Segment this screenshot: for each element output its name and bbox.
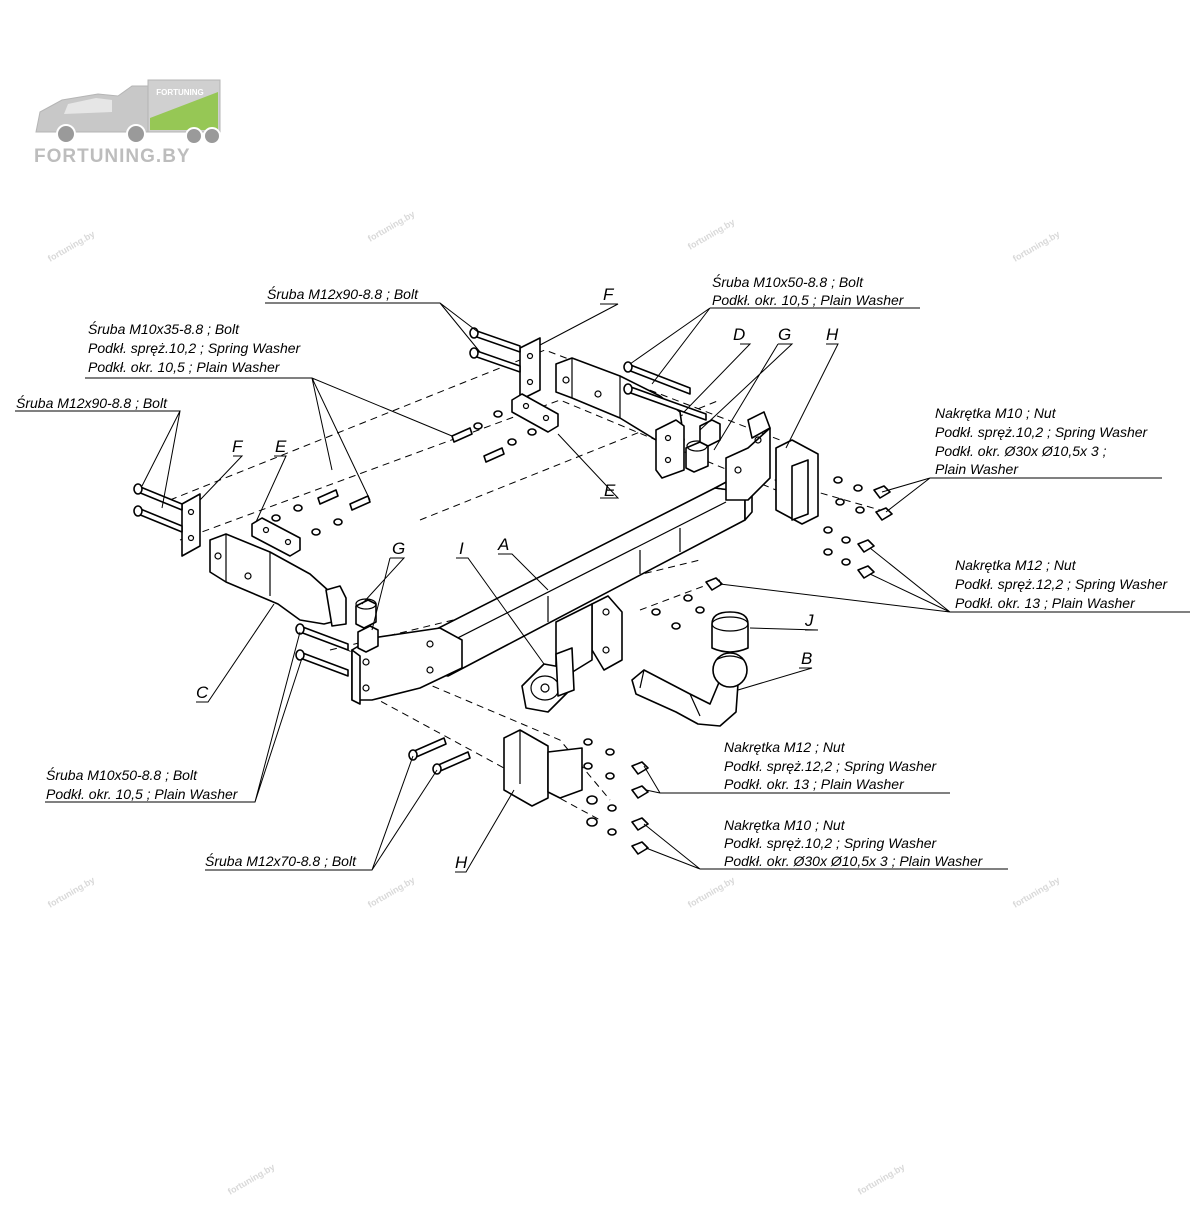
watermark: fortuning.by xyxy=(226,1162,276,1197)
callout-bottom-nut-m12-plain: Podkł. okr. 13 ; Plain Washer xyxy=(724,776,905,792)
logo-site: FORTUNING.BY xyxy=(34,146,191,167)
callout-right-nut-m10-plain-en: Plain Washer xyxy=(935,461,1019,477)
callout-right-nut-m12: Nakrętka M12 ; Nut xyxy=(955,557,1077,573)
callout-right-top-bolt: Śruba M10x50-8.8 ; Bolt xyxy=(712,273,864,290)
bracket-h-right xyxy=(775,439,819,525)
label-a: A xyxy=(497,535,509,554)
nuts-washers-right-m12 xyxy=(823,526,875,579)
tow-ball-b xyxy=(631,652,748,727)
watermark: fortuning.by xyxy=(686,875,736,910)
callout-bottom-bolt: Śruba M12x70-8.8 ; Bolt xyxy=(205,852,357,869)
bracket-h-bottom xyxy=(503,729,583,807)
label-e-right: E xyxy=(604,481,616,500)
callout-texts: Śruba M12x90-8.8 ; Bolt Śruba M10x35-8.8… xyxy=(16,273,1169,869)
right-inner-plate xyxy=(655,419,685,479)
bolts-m12x70-bottom xyxy=(408,737,471,775)
logo-brand: FORTUNING xyxy=(156,88,204,97)
callout-right-nut-m12-spring: Podkł. spręż.12,2 ; Spring Washer xyxy=(955,576,1169,592)
left-side-arm-c xyxy=(209,533,347,627)
label-b: B xyxy=(801,649,812,668)
bolts-m10x50-left xyxy=(295,623,349,677)
callout-bottom-nut-m10-spring: Podkł. spręż.10,2 ; Spring Washer xyxy=(724,835,938,851)
left-plate-f xyxy=(181,493,201,557)
nuts-washers-right-m10 xyxy=(833,476,893,521)
watermark: fortuning.by xyxy=(46,229,96,264)
watermark: fortuning.by xyxy=(366,209,416,244)
nuts-washers-center-m12 xyxy=(651,577,723,630)
callout-right-top-plain-washer: Podkł. okr. 10,5 ; Plain Washer xyxy=(712,292,905,308)
watermark: fortuning.by xyxy=(1011,229,1061,264)
callout-left-top-spring-washer: Podkł. spręż.10,2 ; Spring Washer xyxy=(88,340,302,356)
right-plate-e xyxy=(511,393,559,433)
watermark: fortuning.by xyxy=(686,217,736,252)
bolts-m10x35-right xyxy=(451,410,537,463)
callout-left-top-bolt: Śruba M10x35-8.8 ; Bolt xyxy=(88,320,240,337)
callout-right-nut-m12-plain: Podkł. okr. 13 ; Plain Washer xyxy=(955,595,1136,611)
callout-bottom-nut-m12: Nakrętka M12 ; Nut xyxy=(724,739,846,755)
left-end-plate xyxy=(351,627,463,705)
watermark: fortuning.by xyxy=(1011,875,1061,910)
part-letters: F D G H E F E G I A C J B H xyxy=(196,285,839,872)
label-h-bottom: H xyxy=(455,853,468,872)
callout-left-top-plain-washer: Podkł. okr. 10,5 ; Plain Washer xyxy=(88,359,281,375)
label-g-right: G xyxy=(778,325,791,344)
callout-bottom-nut-m10-plain: Podkł. okr. Ø30x Ø10,5x 3 ; Plain Washer xyxy=(724,853,984,869)
right-end-plate xyxy=(725,411,771,501)
label-f-left: F xyxy=(232,437,244,456)
callout-right-nut-m10: Nakrętka M10 ; Nut xyxy=(935,405,1057,421)
callout-bottom-left-bolt: Śruba M10x50-8.8 ; Bolt xyxy=(46,766,198,783)
label-i: I xyxy=(459,539,464,558)
ball-cap-j xyxy=(711,611,749,653)
watermark: fortuning.by xyxy=(46,875,96,910)
socket-bracket-i xyxy=(521,647,575,713)
nuts-washers-bottom xyxy=(583,738,649,855)
bolts-top-center xyxy=(469,327,521,373)
label-j: J xyxy=(804,611,814,630)
bolts-m10x50-right xyxy=(623,361,707,421)
left-plate-e xyxy=(251,517,301,557)
callout-right-nut-m10-plain: Podkł. okr. Ø30x Ø10,5x 3 ; xyxy=(935,443,1107,459)
spacers-g xyxy=(355,419,721,653)
bolts-left xyxy=(133,483,183,533)
label-h-right: H xyxy=(826,325,839,344)
callout-right-nut-m10-spring: Podkł. spręż.10,2 ; Spring Washer xyxy=(935,424,1149,440)
bolts-m10x35-left xyxy=(271,489,371,536)
label-f-right: F xyxy=(603,285,615,304)
callout-bottom-nut-m10: Nakrętka M10 ; Nut xyxy=(724,817,846,833)
truck-trailer-icon xyxy=(35,79,221,145)
watermark: fortuning.by xyxy=(366,875,416,910)
label-g-left: G xyxy=(392,539,405,558)
right-plate-f xyxy=(519,337,541,401)
callout-top-center-bolt: Śruba M12x90-8.8 ; Bolt xyxy=(267,285,419,302)
callout-bottom-nut-m12-spring: Podkł. spręż.12,2 ; Spring Washer xyxy=(724,758,938,774)
callout-bottom-left-plain-washer: Podkł. okr. 10,5 ; Plain Washer xyxy=(46,786,239,802)
leader-lines xyxy=(15,302,1190,873)
label-e-left: E xyxy=(275,437,287,456)
watermark: fortuning.by xyxy=(856,1162,906,1197)
fortuning-logo: FORTUNING FORTUNING.BY xyxy=(34,79,221,167)
label-d: D xyxy=(733,325,745,344)
label-c: C xyxy=(196,683,209,702)
callout-left-bolt: Śruba M12x90-8.8 ; Bolt xyxy=(16,394,168,411)
